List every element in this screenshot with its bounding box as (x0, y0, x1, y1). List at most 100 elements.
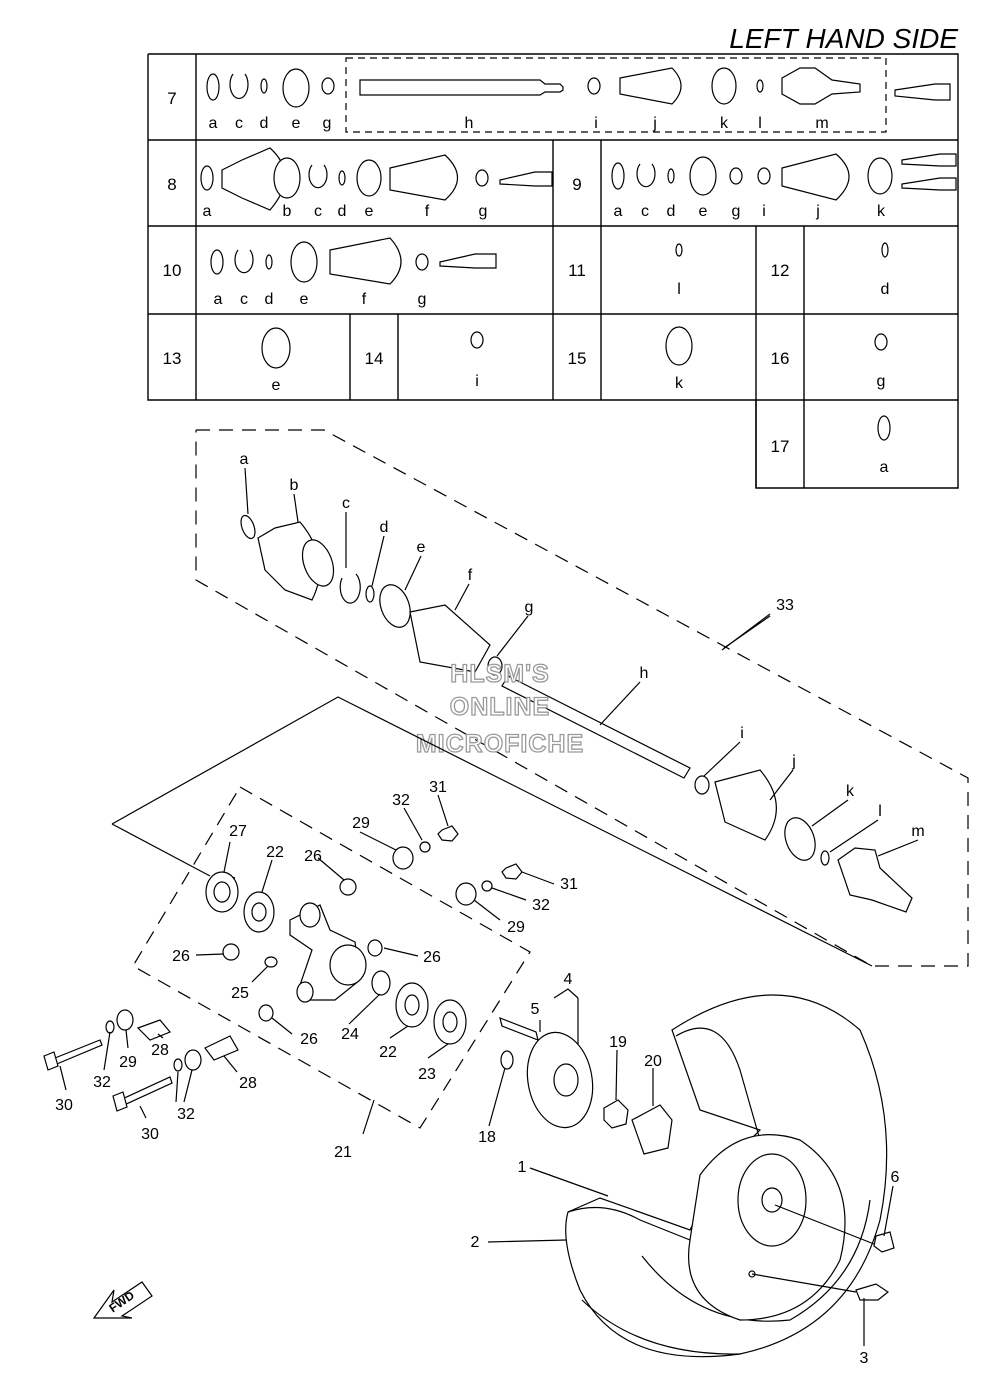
small-clamp-icon (475, 169, 489, 187)
grease-tube-icon (901, 153, 957, 167)
o-ring-18-icon (500, 1050, 514, 1070)
kit9-letter: d (667, 203, 676, 220)
circlip-icon (206, 73, 220, 101)
small-clamp-icon (321, 77, 335, 95)
shaft-letter: l (878, 803, 882, 820)
knuckle-parts (43, 825, 523, 1112)
washer-32-icon (419, 841, 431, 853)
seal-ring-icon (273, 157, 301, 199)
band-clamp-icon (665, 326, 693, 366)
kit-no-7: 7 (167, 89, 176, 108)
kit9-letter: g (732, 203, 741, 220)
kit9-letter: k (877, 203, 886, 220)
small-clamp-icon (757, 167, 771, 185)
kit11-letter: l (677, 281, 681, 298)
kit9-letter: a (614, 203, 623, 220)
collar-26-icon (222, 943, 240, 961)
snap-ring-c-icon (339, 573, 361, 604)
kit12-letter: d (881, 281, 890, 298)
boot-icon (781, 153, 850, 201)
kit7-letter: d (260, 115, 269, 132)
callout: 31 (429, 779, 447, 796)
collar-26-icon (258, 1004, 274, 1022)
callout: 25 (231, 985, 249, 1002)
kit7-letter: j (652, 115, 657, 132)
clip-icon (338, 170, 346, 186)
shaft-letter: a (240, 451, 249, 468)
clip-d-icon (365, 585, 375, 603)
small-clamp-icon (587, 77, 601, 95)
band-clamp-icon (261, 327, 291, 369)
kit-no-15: 15 (568, 349, 587, 368)
kit7-letter: i (594, 115, 598, 132)
kit9-letter: e (699, 203, 708, 220)
cv-joint-icon (781, 67, 861, 105)
kit9-letter: c (641, 203, 649, 220)
bushing-29-icon (455, 882, 477, 906)
cv-joint-m-icon (837, 847, 913, 913)
band-clamp-icon (867, 157, 893, 195)
kit7-letter: c (235, 115, 243, 132)
shaft-letter: i (740, 725, 744, 742)
washer-32-icon (105, 1020, 115, 1034)
kit7-letter: m (815, 115, 828, 132)
band-clamp-icon (711, 67, 737, 105)
band-clamp-e-icon (379, 584, 411, 628)
nut-31-icon (501, 863, 523, 880)
shaft-letter: j (791, 753, 796, 770)
shaft-letter: k (846, 783, 855, 800)
band-clamp-icon (356, 159, 382, 197)
callout: 32 (392, 792, 410, 809)
callout: 28 (239, 1075, 257, 1092)
kit-table: 7 8 9 10 11 12 13 14 15 16 17 a c d e g … (147, 53, 959, 489)
grease-tube-icon (499, 171, 553, 187)
grease-nipple-25-icon (264, 956, 278, 968)
snap-ring-icon (234, 249, 254, 274)
callout: 1 (518, 1159, 527, 1176)
cap-20-icon (631, 1104, 673, 1155)
small-clamp-icon (874, 333, 888, 351)
band-clamp-k-icon (784, 817, 816, 861)
callout: 21 (334, 1144, 352, 1161)
callout: 27 (229, 823, 247, 840)
clip-icon (265, 254, 273, 270)
band-clamp-icon (290, 241, 318, 283)
shaft-leaders (244, 467, 919, 857)
kit15-letter: k (675, 375, 684, 392)
callout: 5 (531, 1001, 540, 1018)
kit-table-part-icons (200, 67, 957, 441)
fwd-arrow: FWD (92, 1281, 153, 1319)
kit7-letter: a (209, 115, 218, 132)
shaft-letter: f (468, 567, 473, 584)
callout: 26 (300, 1031, 318, 1048)
kit8-letter: e (365, 203, 374, 220)
callout: 23 (418, 1066, 436, 1083)
callout-leaders (59, 615, 894, 1346)
small-clamp-i-icon (694, 775, 710, 795)
callout-numbers: 1 2 3 4 5 6 18 19 20 21 22 22 23 24 25 2… (55, 597, 899, 1367)
fwd-arrow-icon (92, 1281, 153, 1319)
callout: 26 (172, 948, 190, 965)
grease-tube-icon (894, 83, 951, 101)
callout: 29 (119, 1054, 137, 1071)
valve-3-icon (855, 1283, 890, 1301)
boot-icon (329, 237, 402, 285)
watermark-line: ONLINE (450, 693, 550, 721)
wheel-hub-group (499, 994, 895, 1358)
grease-tube-icon (901, 177, 957, 191)
callout: 4 (564, 971, 573, 988)
kit-no-12: 12 (771, 261, 790, 280)
small-clamp-icon (470, 331, 484, 349)
boot-f-icon (409, 604, 491, 673)
kit-no-11: 11 (568, 261, 586, 280)
small-clamp-icon (415, 253, 429, 271)
clip-icon (881, 242, 889, 258)
callout: 24 (341, 1026, 359, 1043)
knuckle-assembly-boundary (132, 786, 531, 1129)
circlip-a-icon (240, 514, 256, 540)
kit13-letter: e (272, 377, 281, 394)
kit8-letter: c (314, 203, 322, 220)
callout: 19 (609, 1034, 627, 1051)
kit-no-8: 8 (167, 175, 176, 194)
